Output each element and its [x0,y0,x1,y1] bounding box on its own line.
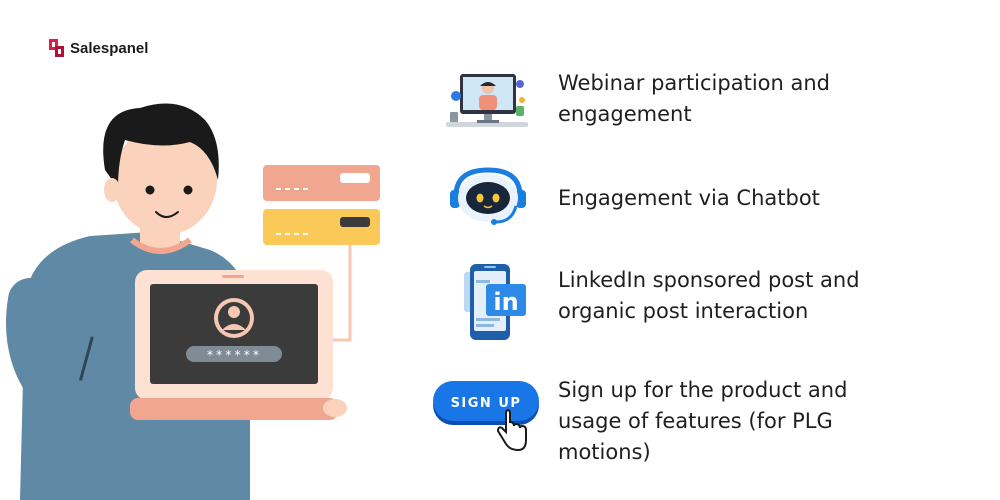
item-webinar-text: Webinar participation and engagement [558,68,988,130]
password-mask: ****** [206,348,261,362]
item-signup-line-2: usage of features (for PLG [558,409,833,433]
item-linkedin-text: LinkedIn sponsored post and organic post… [558,265,988,327]
item-linkedin-line-2: organic post interaction [558,299,809,323]
login-card-bottom [263,209,380,245]
item-signup-text: Sign up for the product and usage of fea… [558,375,988,468]
item-webinar-line-2: engagement [558,102,692,126]
linkedin-phone-icon: in [464,264,526,340]
brand-logo: Salespanel [48,38,148,58]
person-laptop-illustration: ****** [6,103,380,500]
item-signup-line-1: Sign up for the product and [558,378,848,402]
laptop: ****** [130,270,338,420]
item-signup-line-3: motions) [558,440,651,464]
webinar-icon [446,74,528,127]
chatbot-icon [450,167,526,225]
login-card-top [263,165,380,201]
svg-text:in: in [493,288,518,316]
item-chatbot-text: Engagement via Chatbot [558,183,988,214]
item-webinar-line-1: Webinar participation and [558,71,830,95]
signup-button-icon: SIGN UP [433,381,539,452]
salespanel-logo-icon [49,39,64,57]
item-chatbot-line-1: Engagement via Chatbot [558,186,820,210]
item-linkedin-line-1: LinkedIn sponsored post and [558,268,860,292]
brand-name: Salespanel [70,39,149,57]
signup-button-label: SIGN UP [451,396,522,411]
password-field [186,346,282,362]
